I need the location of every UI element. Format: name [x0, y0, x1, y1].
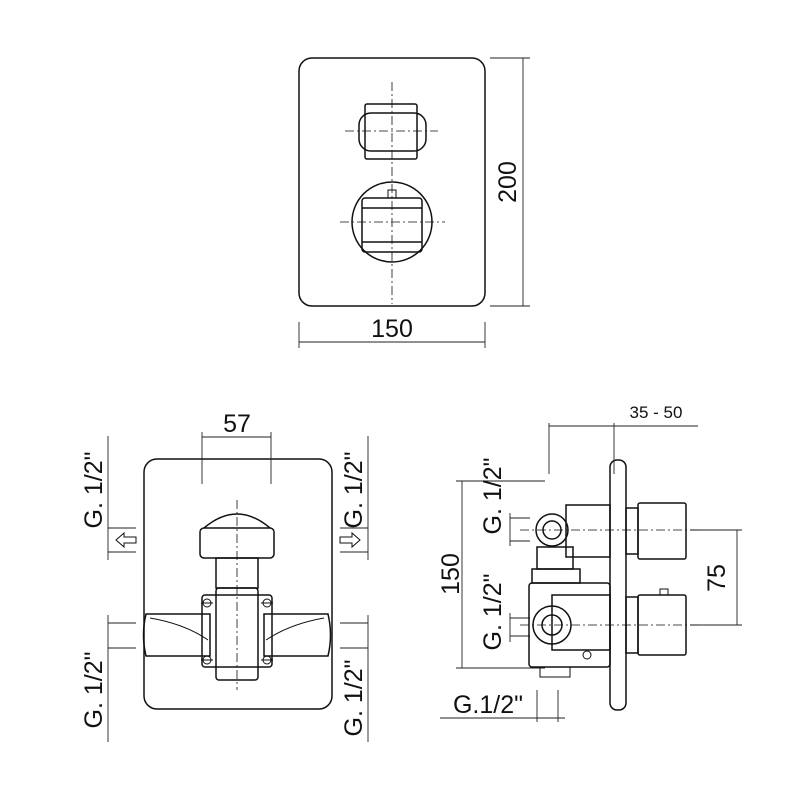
back-view: 57 G. 1/2" — [80, 410, 369, 742]
back-port-top-left-marker — [107, 436, 137, 560]
side-depth-label: 35 - 50 — [630, 403, 683, 422]
side-view: 35 - 50 150 75 G. 1/2" G. 1/2" — [437, 403, 742, 722]
side-port-bottom-label: G.1/2" — [453, 691, 523, 719]
front-height-label: 200 — [494, 161, 522, 203]
front-view: 200 150 — [298, 57, 530, 348]
inlet-arrow-right-icon — [339, 531, 361, 549]
back-port-bottom-right-label: G. 1/2" — [340, 660, 368, 737]
back-valve-body — [142, 513, 332, 681]
inlet-arrow-left-icon — [115, 531, 137, 549]
back-port-top-right-marker — [339, 436, 369, 560]
back-port-bottom-right-marker — [340, 615, 369, 742]
side-port-upper-label: G. 1/2" — [479, 458, 507, 535]
side-height-dimension — [456, 480, 545, 669]
front-width-label: 150 — [371, 315, 413, 343]
side-upper-valve — [520, 502, 700, 560]
side-port-lower-label: G. 1/2" — [479, 574, 507, 651]
side-port-lower-marker — [509, 613, 530, 642]
front-width-dimension — [298, 322, 486, 348]
back-spacing-dimension — [201, 432, 272, 484]
side-port-bottom-dimension — [440, 690, 565, 722]
side-height-label: 150 — [437, 553, 465, 595]
side-valve-body — [528, 546, 611, 678]
back-port-bottom-left-label: G. 1/2" — [80, 652, 108, 729]
front-thermostat-knob — [351, 181, 433, 263]
back-port-top-right-label: G. 1/2" — [340, 452, 368, 529]
front-cover-plate — [298, 57, 486, 307]
side-port-upper-marker — [509, 513, 530, 546]
side-depth-dimension — [548, 423, 698, 474]
side-cover-plate — [609, 459, 627, 711]
back-port-bottom-left-marker — [107, 615, 136, 742]
side-outlet-spacing-label: 75 — [703, 564, 731, 592]
back-port-top-left-label: G. 1/2" — [80, 452, 108, 529]
back-cover-plate — [143, 458, 333, 710]
side-lower-valve — [520, 588, 700, 656]
back-spacing-label: 57 — [223, 410, 251, 438]
front-height-dimension — [490, 57, 530, 307]
front-diverter-knob — [358, 103, 427, 160]
